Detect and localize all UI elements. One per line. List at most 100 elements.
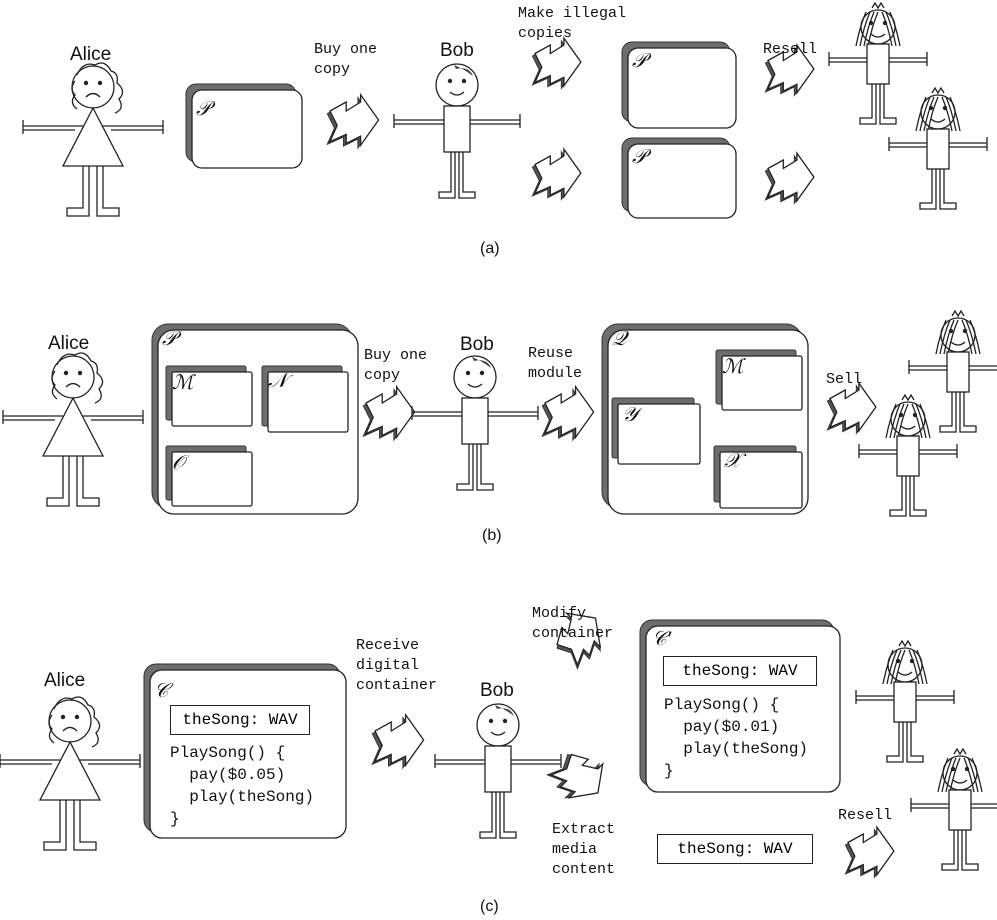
- arrow-buy-b: [362, 384, 416, 442]
- bob-figure-b: [411, 355, 539, 491]
- bob-figure-b-torso: [461, 397, 489, 445]
- customer-figure-a2: [888, 86, 988, 210]
- alice-label-b: Alice: [48, 333, 90, 354]
- alice-figure-b-arm-right: [83, 410, 144, 424]
- bob-figure-b-mouth: [467, 383, 483, 388]
- step-copies-label: Make illegal copies: [518, 5, 627, 42]
- alice-figure-c: [0, 696, 141, 851]
- alice-figure-b-leg-left: [46, 456, 70, 507]
- alice-figure-c-hair: [53, 696, 101, 748]
- copy2-card: [621, 137, 737, 219]
- alice-figure-a-dress: [61, 106, 125, 167]
- module-x-label: 𝒳: [724, 450, 742, 472]
- arrow-resell-top: [764, 43, 815, 97]
- arrow-modify-c: [556, 612, 602, 670]
- module-y-card-face: [617, 403, 701, 465]
- customer-figure-b2-arm-right: [919, 444, 958, 458]
- bob-figure-c-leg-right: [499, 792, 517, 839]
- customer-figure-a2-hair-strand: [923, 96, 935, 132]
- bob-figure-a-eye-left: [447, 78, 453, 84]
- customer-figure-b2-hair-strand: [911, 403, 923, 439]
- bob-figure-c-arm-right: [511, 754, 562, 768]
- arrow-resell-c-body: [846, 825, 895, 877]
- customer-figure-c2-arm-left: [910, 798, 949, 812]
- customer-figure-a2-hair-strand: [945, 96, 957, 132]
- customer-figure-c1-hair-strand: [890, 649, 902, 685]
- song-field-box: theSong: WAV: [170, 705, 310, 735]
- bob-figure-b-arm-right: [488, 406, 539, 420]
- customer-figure-b1-arm-left: [908, 360, 947, 374]
- alice-figure-b: [2, 352, 144, 507]
- customer-figure-c1-leg-right: [906, 722, 924, 763]
- customer-figure-b1: [908, 309, 997, 433]
- step-reuse-label: Reuse module: [528, 345, 583, 382]
- customer-figure-a2-leg-right: [939, 169, 957, 210]
- arrow-buy-b-body: [364, 384, 416, 440]
- bob-figure-c-head: [476, 703, 520, 747]
- customer-figure-c2-hair-strand: [949, 757, 961, 793]
- caption-c: (c): [480, 898, 499, 915]
- bob-figure-c: [434, 703, 562, 839]
- customer-figure-a1-leg-right: [879, 84, 897, 125]
- step-buy-label-a: Buy one copy: [314, 41, 378, 78]
- extracted-song-box: theSong: WAV: [657, 834, 813, 864]
- customer-figure-c1-arm-right: [916, 690, 955, 704]
- program-p-label-a: 𝒫: [196, 98, 211, 120]
- bob-figure-b-eye-left: [465, 370, 471, 376]
- arrow-resell-bottom-body: [766, 151, 815, 203]
- module-y-label: 𝒴: [622, 404, 638, 426]
- alice-figure-b-eye-left: [63, 370, 69, 376]
- step-buy-label-b: Buy one copy: [364, 347, 428, 384]
- bob-figure-b-head: [453, 355, 497, 399]
- customer-figure-a2-hair-strand: [919, 96, 931, 132]
- alice-figure-b-eye-right: [77, 370, 83, 376]
- customer-figure-b1-torso: [946, 351, 970, 393]
- arrow-sell-b-body: [828, 381, 877, 433]
- customer-figure-a1: [828, 1, 928, 125]
- customer-figure-c1-arm-left: [855, 690, 894, 704]
- bob-figure-c-eye-left: [488, 718, 494, 724]
- arrow-buy-a-body: [328, 92, 380, 148]
- alice-figure-a-mouth: [85, 92, 101, 98]
- arrow-copy-top-body: [533, 36, 582, 88]
- customer-figure-c2-hair-strand: [967, 757, 979, 793]
- bob-figure-a-leg-left: [438, 152, 456, 199]
- customer-figure-c2-hair-strand: [937, 757, 949, 793]
- customer-figure-b2-mouth: [900, 425, 916, 430]
- customer-figure-b1-hair-strand: [939, 319, 951, 355]
- customer-figure-b1-leg-left: [939, 392, 957, 433]
- step-modify-label: Modify container: [532, 605, 614, 642]
- arrow-copy-bottom-body: [533, 147, 582, 199]
- customer-figure-b2-hair-strand: [919, 403, 931, 439]
- customer-figure-c2-arm-right: [971, 803, 997, 809]
- song-field-box-modified: theSong: WAV: [663, 656, 817, 686]
- alice-figure-a-hair: [76, 62, 124, 114]
- customer-figure-b2-crown: [901, 393, 915, 402]
- customer-figure-a2-hair-strand: [927, 96, 939, 132]
- alice-figure-c-dress: [38, 740, 102, 801]
- customer-figure-c1-hair-strand: [916, 649, 928, 685]
- copy2-card-face: [627, 143, 737, 219]
- copy1-p-label: 𝒫: [632, 50, 647, 72]
- customer-figure-b2: [858, 393, 958, 517]
- bob-figure-c-hair: [495, 705, 514, 716]
- copy2-p-label: 𝒫: [632, 146, 647, 168]
- copy1-card: [621, 41, 737, 129]
- customer-figure-a2-crown: [931, 86, 945, 95]
- customer-figure-b2-hair-strand: [885, 403, 897, 439]
- arrow-resell-top-body: [766, 43, 815, 95]
- alice-figure-c-arm-right: [80, 754, 141, 768]
- customer-figure-a2-arm-left: [888, 137, 927, 151]
- alice-figure-b-mouth: [65, 382, 81, 388]
- alice-figure-a-leg-right: [96, 166, 120, 217]
- bob-figure-a-arm-right: [470, 114, 521, 128]
- alice-figure-b-hair: [56, 352, 104, 404]
- bob-label-b: Bob: [460, 334, 494, 355]
- customer-figure-a1-hair-strand: [855, 11, 867, 47]
- customer-figure-a1-hair-strand: [859, 11, 871, 47]
- module-x-card-face: [719, 451, 803, 509]
- arrow-receive-c-body: [373, 712, 425, 768]
- container-c-label: 𝒞: [154, 680, 169, 702]
- customer-figure-a1-arm-left: [828, 52, 867, 66]
